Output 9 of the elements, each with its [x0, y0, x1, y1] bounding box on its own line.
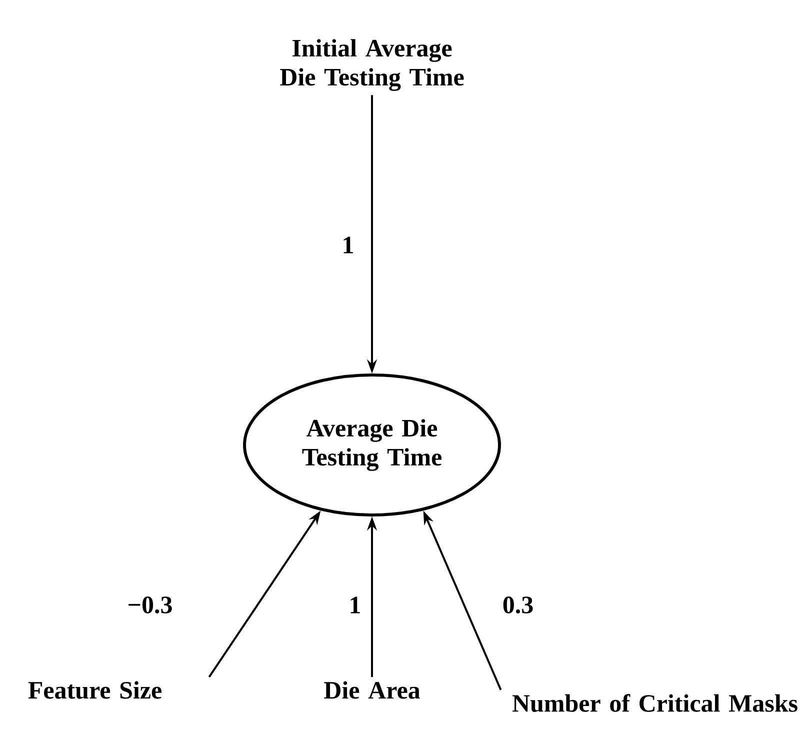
- variable-label: Die Area: [324, 681, 420, 699]
- ellipse-node: Average Die Testing Time: [243, 374, 501, 516]
- edge-label: 1: [344, 236, 353, 254]
- edge-label: 0.3: [503, 596, 533, 614]
- variable-label: Initial Average Die Testing Time: [280, 39, 464, 91]
- edge-label: 1: [350, 596, 360, 614]
- edge-label: −0.3: [128, 596, 172, 614]
- variable-label: Number of Critical Masks: [512, 694, 798, 712]
- variable-label: Feature Size: [28, 681, 162, 699]
